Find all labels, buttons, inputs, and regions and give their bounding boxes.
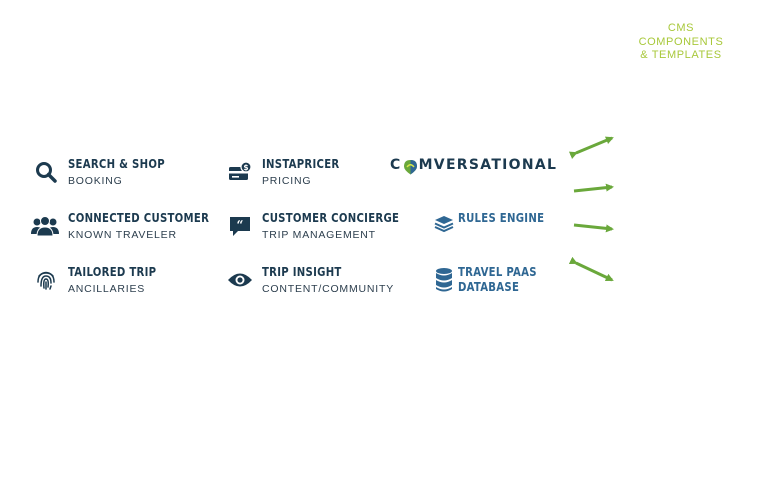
feature-instapricer: $ INSTAPRICER PRICING [226, 156, 348, 187]
cms-line-3: & TEMPLATES [640, 49, 722, 61]
chat-quote-icon: “ [226, 212, 254, 240]
feature-title: RULES ENGINE [458, 210, 545, 225]
feature-trip-insight: TRIP INSIGHT CONTENT/COMMUNITY [226, 264, 394, 295]
feature-connected-customer: CONNECTED CUSTOMER KNOWN TRAVELER [30, 210, 225, 241]
feature-title: SEARCH & SHOP [68, 156, 165, 171]
feature-subtitle: PRICING [262, 175, 312, 187]
feature-travel-paas-database: TRAVEL PAAS DATABASE [430, 264, 546, 294]
eye-icon [226, 266, 254, 294]
logo-text-start: C [390, 157, 402, 173]
arrow-to-cms-from-rules [573, 223, 614, 233]
feature-customer-concierge: “ CUSTOMER CONCIERGE TRIP MANAGEMENT [226, 210, 414, 241]
feature-title-line-1: TRAVEL PAAS [458, 264, 537, 279]
search-icon [32, 158, 60, 186]
arrow-bidirectional-upper [568, 136, 614, 159]
cms-line-1: CMS [667, 22, 695, 34]
feature-title: CONNECTED CUSTOMER [68, 210, 210, 225]
feature-title: INSTAPRICER [262, 156, 340, 171]
feature-title: CUSTOMER CONCIERGE [262, 210, 400, 225]
price-card-icon: $ [226, 158, 254, 186]
feature-subtitle: BOOKING [68, 175, 123, 187]
feature-title: TRIP INSIGHT [262, 264, 342, 279]
cms-components-label: CMS COMPONENTS & TEMPLATES [630, 22, 732, 63]
fingerprint-icon [32, 266, 60, 294]
svg-text:“: “ [237, 218, 244, 232]
feature-subtitle: ANCILLARIES [68, 283, 146, 295]
feature-title: TAILORED TRIP [68, 264, 157, 279]
database-icon [430, 266, 458, 294]
map-pin-leaf-icon [403, 159, 418, 174]
layers-icon [430, 210, 458, 238]
conversational-logo: C MVERSATIONAL [390, 157, 558, 174]
feature-search-shop: SEARCH & SHOP BOOKING [32, 156, 176, 187]
feature-subtitle: CONTENT/COMMUNITY [262, 283, 395, 295]
arrow-to-cms-from-logo [573, 183, 614, 193]
feature-subtitle: TRIP MANAGEMENT [262, 229, 376, 241]
cms-line-2: COMPONENTS [638, 35, 724, 48]
feature-tailored-trip: TAILORED TRIP ANCILLARIES [32, 264, 166, 295]
feature-title-line-2: DATABASE [458, 279, 520, 294]
logo-text-end: MVERSATIONAL [418, 157, 558, 173]
feature-subtitle: KNOWN TRAVELER [68, 229, 177, 241]
people-icon [30, 212, 60, 240]
feature-rules-engine: RULES ENGINE [430, 210, 554, 238]
svg-text:$: $ [243, 163, 248, 172]
arrow-bidirectional-lower [568, 256, 614, 282]
